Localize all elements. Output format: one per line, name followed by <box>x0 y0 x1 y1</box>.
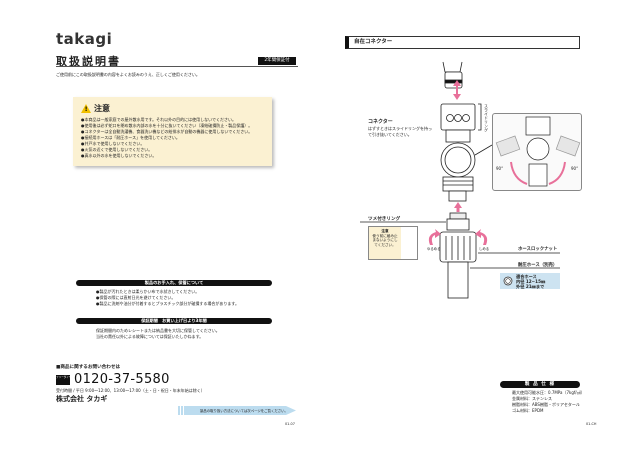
hose-cross-section-icon <box>503 276 513 286</box>
title-divider <box>56 66 298 67</box>
connector-diagram <box>360 61 560 299</box>
caution-item: ●コネクターは全自動洗濯機、食器洗い機などの給排水が自動の機器に使用しないでくだ… <box>81 129 253 134</box>
warranty-badge: 2年間保証付 <box>258 57 296 65</box>
fit-hose-box: 適合ホース 内径 12~15㎜ 外径 21㎜まで <box>500 273 560 289</box>
rotation-detail-inset: 90° 90° <box>492 113 582 191</box>
banner-text: 製品の取り扱い方法については次ページをご覧ください。 <box>200 408 288 413</box>
page-code-left: 01-07 <box>285 422 295 426</box>
page-code-right: 01-CH <box>586 422 597 426</box>
caution-item: ●井戸水で使用しないでください。 <box>81 141 145 146</box>
slide-ring-label: スライドリング <box>484 104 489 132</box>
phone-number: 0120-37-5580 <box>74 372 170 387</box>
arrow-banner-icon <box>178 406 296 415</box>
intro-text: ご使用前にこの取扱説明書の内容をよくお読みのうえ、正しくご使用ください。 <box>56 72 200 77</box>
connector-note: はずすときはスライドリングを持って引き抜いてください。 <box>368 126 432 137</box>
care-section-bar: 製品のお手入れ、保管について <box>76 280 272 286</box>
hose-lock-nut-label: ホースロックナット <box>518 247 558 252</box>
loosen-label: ゆるめる <box>427 247 441 251</box>
claw-ring-label: ツメ付きリング <box>368 217 401 222</box>
warranty-section-bar: 保証期間 お買い上げ日より3年間 <box>76 318 272 324</box>
warranty-item: 保証期間内のためレシートまたは納品書を大切に保管してください。 <box>96 328 220 333</box>
caution-item: ●本商品は一般家庭での屋外散水用です。それ以外の目的には使用しないでください。 <box>81 117 236 122</box>
warning-icon <box>81 104 91 113</box>
angle-left: 90° <box>496 166 504 171</box>
page-title: 取扱説明書 <box>56 55 121 68</box>
next-page-banner: 製品の取り扱い方法については次ページをご覧ください。 <box>178 405 296 416</box>
care-item: ●製品に洗剤や油分が付着するとプラスチック部分が破損する場合があります。 <box>96 301 240 306</box>
caution-item: ●使用後は必ず蛇口を閉め散水内部の水を十分に抜いてください（凍結破損防止・製品保… <box>81 123 253 128</box>
spec-block: 製 品 仕 様 最大使用可能水圧：0.7MPa（7kgf/㎠） 金属材料：ステン… <box>500 381 585 414</box>
caution-item: ●真水以外の水を使用しないでください。 <box>81 153 157 158</box>
care-item: ●保管の際には直射日光を避けてください。 <box>96 295 176 300</box>
angle-right: 90° <box>571 166 579 171</box>
tighten-label: しめる <box>479 247 490 251</box>
warranty-item: 当社の責任以外による故障については保証いたしかねます。 <box>96 334 204 339</box>
company-name: 株式会社 タカギ <box>56 395 108 403</box>
caution-item: ●接続用ホースは「耐圧ホース」を使用してください。 <box>81 135 180 140</box>
spec-item: ゴム材料：EPDM <box>512 408 544 413</box>
caution-title: 注意 <box>94 104 110 113</box>
fit-hose-inner: 内径 12~15㎜ <box>516 278 546 284</box>
spec-item: 金属材料：ステンレス <box>512 396 552 401</box>
spec-item: 最大使用可能水圧：0.7MPa（7kgf/㎠） <box>512 390 585 395</box>
small-caution-title: 注意 <box>381 229 389 233</box>
caution-item: ●火気の近くで使用しないでください。 <box>81 147 153 152</box>
fit-hose-outer: 外径 21㎜まで <box>516 283 545 289</box>
spec-item: 樹脂材料：ABS樹脂・ポリアセタール <box>512 402 580 407</box>
care-item: ●製品が汚れたときは柔らかい布で水拭きしてください。 <box>96 289 200 294</box>
rotation-illustration <box>495 116 581 187</box>
fit-hose-title: 適合ホース <box>516 273 537 279</box>
caution-box: 注意 ●本商品は一般家庭での屋外散水用です。それ以外の目的には使用しないでくださ… <box>73 97 272 166</box>
section-header: 自在コネクター <box>345 36 580 49</box>
brand-logo: takagi <box>56 30 113 48</box>
contact-heading: ■商品に関するお問い合わせは <box>56 365 121 370</box>
pink-arrows <box>428 80 488 245</box>
free-dial-icon: フリーダイヤル <box>56 374 74 385</box>
phone-block: フリーダイヤル 0120-37-5580 <box>56 372 170 387</box>
contact-hours: 受付時間 / 平日 9:00〜12:00、13:00〜17:00（土・日・祝日・… <box>56 388 205 393</box>
ring-illustration <box>401 227 417 259</box>
hose-label: 耐圧ホース（別売） <box>518 263 558 268</box>
small-caution-text: 使う前に緩み止まないようにしてください。 <box>372 233 398 247</box>
connector-label: コネクター <box>368 119 393 125</box>
spec-title: 製 品 仕 様 <box>500 381 580 388</box>
small-caution-box: 注意 使う前に緩み止まないようにしてください。 <box>368 226 418 260</box>
